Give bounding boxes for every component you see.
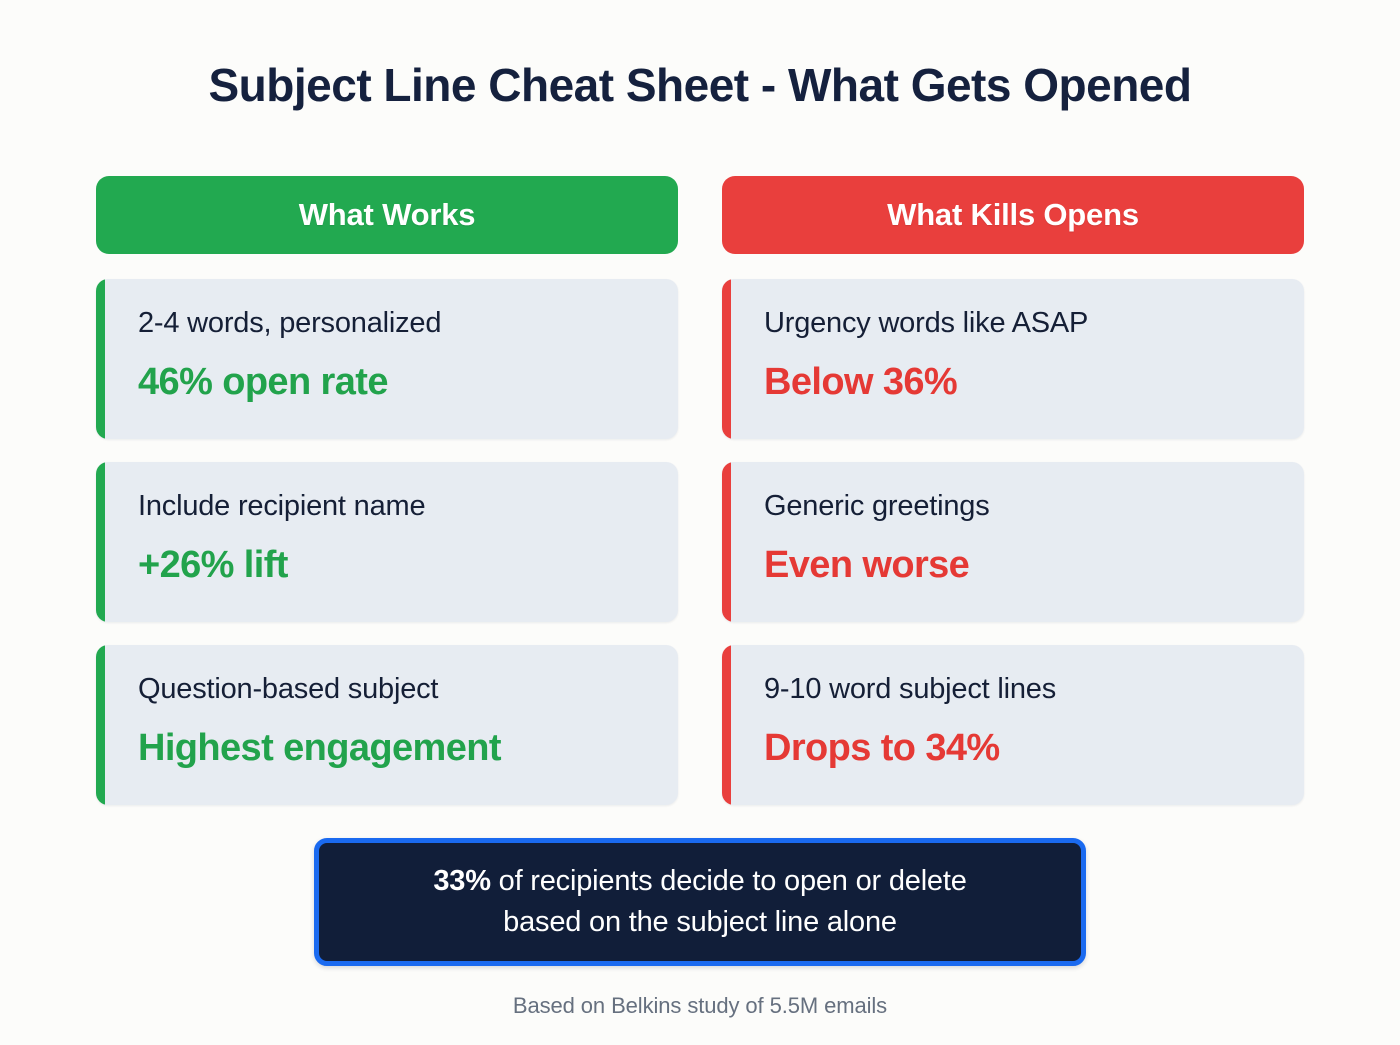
card-good-2: Include recipient name +26% lift [96,462,678,622]
card-label: Question-based subject [138,673,439,705]
card-label: 2-4 words, personalized [138,307,442,339]
callout-highlight: 33% [433,864,491,897]
card-good-3: Question-based subject Highest engagemen… [96,645,678,805]
card-label: Generic greetings [764,490,990,522]
column-what-works: What Works 2-4 words, personalized 46% o… [96,176,678,805]
card-stat: +26% lift [138,544,288,587]
source-note: Based on Belkins study of 5.5M emails [512,993,888,1018]
page-title: Subject Line Cheat Sheet - What Gets Ope… [208,59,1192,111]
accent-bar-good [96,462,105,622]
card-bad-2: Generic greetings Even worse [722,462,1304,622]
column-what-kills-opens: What Kills Opens Urgency words like ASAP… [722,176,1304,805]
card-stat: Drops to 34% [764,727,1000,770]
comparison-columns: What Works 2-4 words, personalized 46% o… [96,176,1304,805]
accent-bar-good [96,279,105,439]
column-header-what-works: What Works [96,176,678,254]
card-stat: Even worse [764,544,970,587]
card-label: 9-10 word subject lines [764,673,1056,705]
card-label: Urgency words like ASAP [764,307,1089,339]
callout-text: 33% of recipients decide to open or dele… [433,861,967,943]
card-bad-3: 9-10 word subject lines Drops to 34% [722,645,1304,805]
card-stat: Highest engagement [138,727,502,770]
accent-bar-bad [722,645,731,805]
accent-bar-bad [722,462,731,622]
card-stat: Below 36% [764,361,958,404]
callout-line1-rest: of recipients decide to open or delete [490,864,967,897]
key-stat-callout: 33% of recipients decide to open or dele… [314,838,1086,966]
accent-bar-bad [722,279,731,439]
callout-line2: based on the subject line alone [503,906,897,938]
accent-bar-good [96,645,105,805]
card-label: Include recipient name [138,490,426,522]
column-header-what-kills-opens: What Kills Opens [722,176,1304,254]
card-stat: 46% open rate [138,361,388,404]
card-good-1: 2-4 words, personalized 46% open rate [96,279,678,439]
card-bad-1: Urgency words like ASAP Below 36% [722,279,1304,439]
